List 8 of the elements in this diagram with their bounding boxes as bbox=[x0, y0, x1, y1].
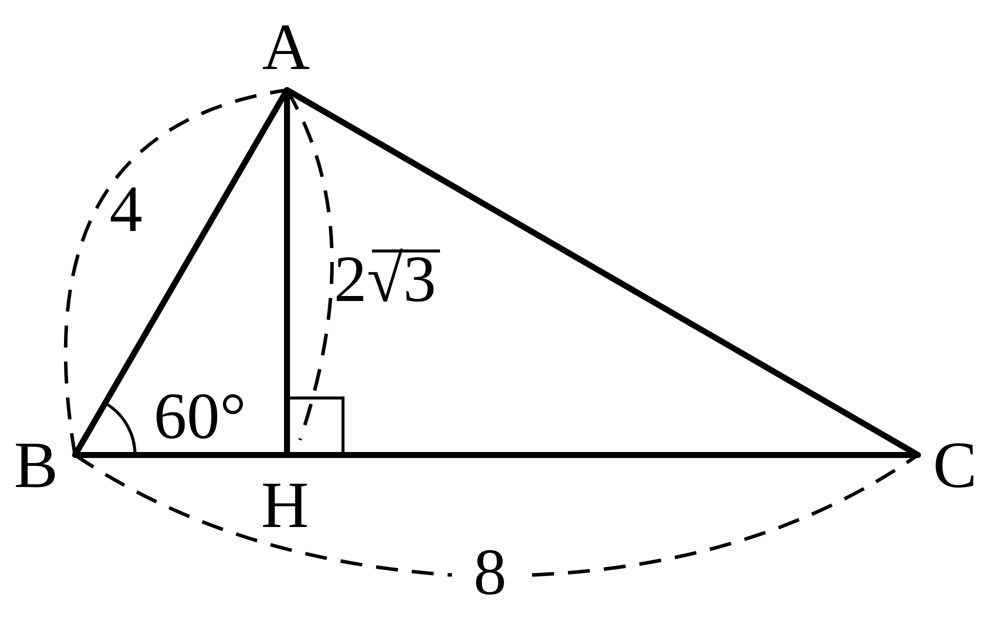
vertex-label: C bbox=[932, 433, 978, 499]
angle-label: 60° bbox=[154, 384, 246, 450]
side-length-label: 4 bbox=[110, 177, 142, 243]
vertex-label: A bbox=[262, 15, 310, 81]
vertex-label: H bbox=[261, 473, 309, 539]
side-length-label: 8 bbox=[474, 540, 506, 606]
vertex-label: B bbox=[14, 433, 58, 499]
side-length-label: 2√3 bbox=[334, 247, 436, 313]
